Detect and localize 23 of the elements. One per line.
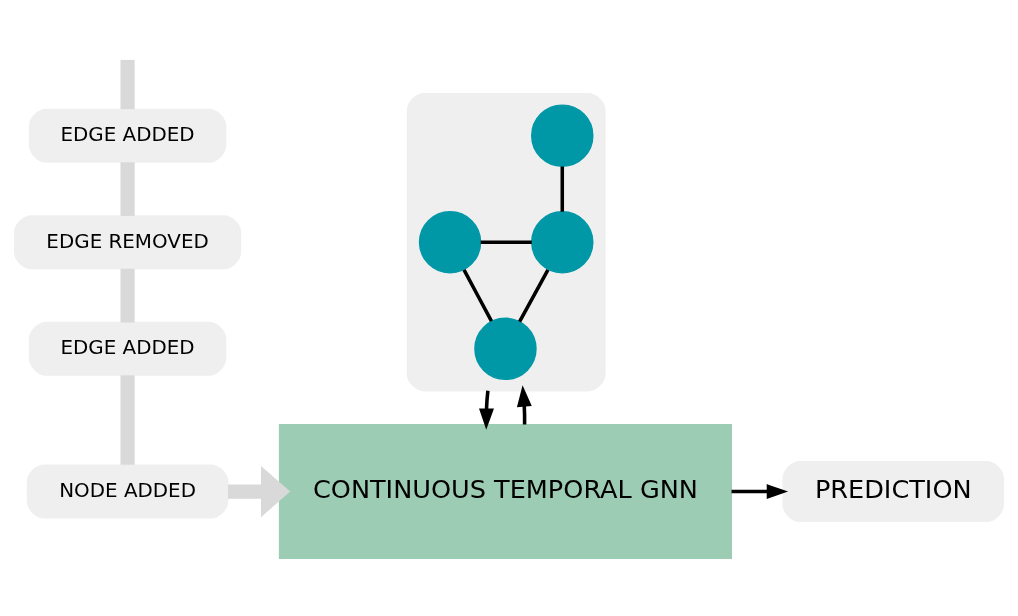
node-box: PREDICTION — [782, 460, 1005, 522]
node-circle — [531, 210, 594, 273]
arrow — [479, 390, 494, 430]
connector — [120, 268, 135, 322]
node-box: CONTINUOUS TEMPORAL GNN — [278, 423, 733, 559]
node-box: NODE ADDED — [26, 464, 229, 519]
arrow — [731, 483, 789, 499]
node-circle — [474, 317, 537, 380]
connector — [120, 374, 135, 465]
connector — [120, 161, 135, 216]
node-circle — [531, 103, 594, 167]
connector — [120, 59, 135, 109]
arrow — [516, 384, 532, 424]
cluster — [406, 92, 606, 391]
node-circle — [418, 210, 482, 273]
node-box: EDGE REMOVED — [13, 214, 242, 269]
arrow — [227, 465, 291, 517]
connector — [518, 268, 550, 322]
node-box: EDGE ADDED — [28, 321, 227, 376]
connector — [462, 268, 494, 322]
node-box: EDGE ADDED — [28, 108, 227, 163]
connector — [480, 239, 532, 244]
connector — [560, 166, 565, 212]
